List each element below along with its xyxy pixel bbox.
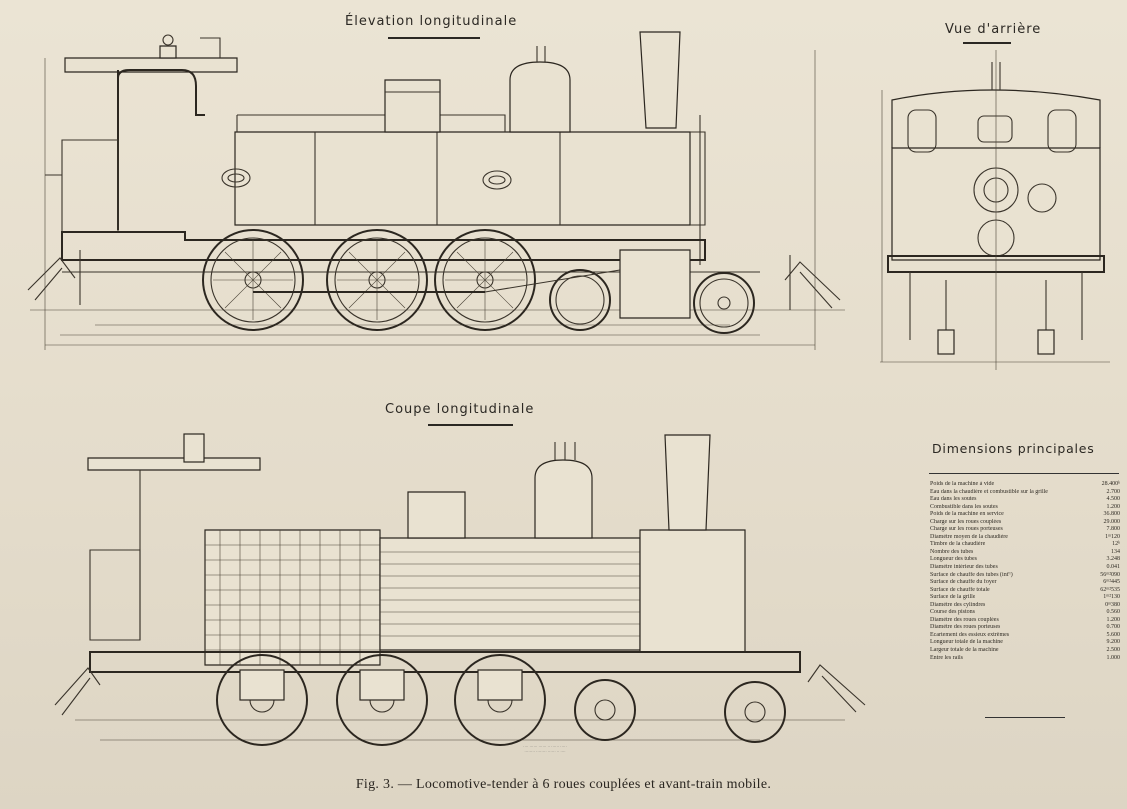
dimension-value: 29.000 bbox=[1103, 518, 1121, 525]
dimension-value: 28.400ᵏ bbox=[1101, 481, 1120, 487]
dimension-row: Eau dans la chaudière et combustible sur… bbox=[930, 489, 1120, 497]
dimension-label: Charge sur les roues couplées bbox=[930, 518, 1002, 525]
rear-view-drawing bbox=[880, 50, 1110, 370]
dimension-value: 36.800 bbox=[1103, 511, 1121, 518]
dimension-label: Surface de chauffe du foyer bbox=[930, 579, 997, 586]
dimension-label: Surface de chauffe totale bbox=[930, 586, 990, 593]
dimension-label: Course des pistons bbox=[930, 609, 975, 616]
dimension-row: Diamètre des cylindres 0ᵐ380 bbox=[930, 602, 1120, 610]
dimension-label: Diamètre des roues porteuses bbox=[930, 624, 1001, 631]
dimension-value: 4.500 bbox=[1106, 496, 1121, 503]
dimension-value: 0.560 bbox=[1106, 609, 1121, 616]
dimension-value: 9.200 bbox=[1106, 639, 1121, 646]
dimension-label: Poids de la machine en service bbox=[930, 511, 1004, 518]
dimension-row: Surface de chauffe totale 62ᵐ²535 bbox=[930, 587, 1120, 595]
rear-view-title: Vue d'arrière bbox=[945, 22, 1042, 37]
dimension-label: Longueur des tubes bbox=[930, 556, 977, 563]
dimension-row: Largeur totale de la machine 2.500 bbox=[930, 647, 1120, 655]
section-title-rule bbox=[428, 424, 513, 426]
dimension-value: 6ᵐ²445 bbox=[1103, 579, 1120, 586]
dimension-row: Charge sur les roues porteuses 7.800 bbox=[930, 526, 1120, 534]
rear-view-title-rule bbox=[963, 42, 1011, 44]
dimension-row: Entre les rails 1.000 bbox=[930, 655, 1120, 663]
dimension-row: Poids de la machine à vide 28.400ᵏ bbox=[930, 481, 1120, 489]
dimension-row: Longueur des tubes 3.248 bbox=[930, 556, 1120, 564]
dimension-row: Combustible dans les soutes 1.200 bbox=[930, 504, 1120, 512]
dimension-row: Diamètre moyen de la chaudière 1ᵐ120 bbox=[930, 534, 1120, 542]
dimension-value: 0.700 bbox=[1106, 624, 1121, 631]
dimension-value: 0.041 bbox=[1106, 564, 1121, 571]
dimension-row: Diamètre intérieur des tubes 0.041 bbox=[930, 564, 1120, 572]
dimension-value: 1.000 bbox=[1106, 654, 1121, 661]
dimension-label: Poids de la machine à vide bbox=[930, 481, 995, 487]
dimension-row: Course des pistons 0.560 bbox=[930, 609, 1120, 617]
dimension-label: Longueur totale de la machine bbox=[930, 639, 1003, 646]
dimension-value: 56ᵐ²090 bbox=[1100, 571, 1120, 578]
dimension-row: Timbre de la chaudière 12ᵏ bbox=[930, 541, 1120, 549]
dimension-row: Longueur totale de la machine 9.200 bbox=[930, 639, 1120, 647]
dimension-label: Charge sur les roues porteuses bbox=[930, 526, 1003, 533]
dimensions-title: Dimensions principales bbox=[932, 441, 1095, 456]
dimension-label: Eau dans les soutes bbox=[930, 496, 977, 503]
dimension-row: Poids de la machine en service 36.800 bbox=[930, 511, 1120, 519]
figure-caption: Fig. 3. — Locomotive-tender à 6 roues co… bbox=[355, 777, 772, 792]
dimension-label: Surface de la grille bbox=[930, 594, 976, 601]
dimension-label: Diamètre des roues couplées bbox=[930, 616, 999, 623]
dimension-label: Entre les rails bbox=[930, 654, 963, 661]
elevation-drawing bbox=[27, 31, 845, 350]
elevation-title: Élevation longitudinale bbox=[345, 14, 518, 29]
dimension-row: Diamètre des roues porteuses 0.700 bbox=[930, 624, 1120, 632]
dimension-label: Combustible dans les soutes bbox=[930, 503, 998, 510]
dimension-value: 1.200 bbox=[1106, 503, 1121, 510]
dimension-value: 2.500 bbox=[1106, 647, 1121, 654]
dimension-value: 0ᵐ380 bbox=[1105, 601, 1120, 608]
dimension-value: 2.700 bbox=[1106, 488, 1121, 495]
dimension-value: 1ᵐ²130 bbox=[1103, 594, 1120, 601]
dimension-row: Nombre des tubes 134 bbox=[930, 549, 1120, 557]
dimensions-bottom-rule bbox=[985, 717, 1065, 718]
dimension-row: Eau dans les soutes 4.500 bbox=[930, 496, 1120, 504]
dimension-value: 62ᵐ²535 bbox=[1100, 586, 1120, 593]
dimension-value: 7.800 bbox=[1106, 526, 1121, 533]
dimension-label: Largeur totale de la machine bbox=[930, 647, 999, 654]
dimension-row: Ecartement des essieux extrêmes 5.600 bbox=[930, 632, 1120, 640]
dimension-row: Surface de chauffe des tubes (int'ʳ) 56ᵐ²… bbox=[930, 572, 1120, 580]
dimension-row: Surface de chauffe du foyer 6ᵐ²445 bbox=[930, 579, 1120, 587]
dimension-label: Surface de chauffe des tubes (int'ʳ) bbox=[930, 571, 1013, 578]
dimension-label: Timbre de la chaudière bbox=[930, 541, 986, 548]
dimension-value: 5.600 bbox=[1106, 631, 1121, 638]
dimension-label: Diamètre intérieur des tubes bbox=[930, 564, 998, 571]
section-drawing bbox=[54, 433, 866, 746]
dimension-label: Nombre des tubes bbox=[930, 548, 974, 555]
dimension-row: Charge sur les roues couplées 29.000 bbox=[930, 519, 1120, 527]
dimension-row: Diamètre des roues couplées 1.200 bbox=[930, 617, 1120, 625]
dimension-label: Eau dans la chaudière et combustible sur… bbox=[930, 488, 1048, 495]
dimension-value: 1ᵐ120 bbox=[1105, 533, 1120, 540]
section-title: Coupe longitudinale bbox=[385, 402, 535, 417]
dimension-value: 1.200 bbox=[1106, 616, 1121, 623]
dimension-value: 134 bbox=[1111, 548, 1120, 555]
scale-note: ···· ······ ······ ·· ······ ···········… bbox=[523, 744, 567, 754]
dimension-label: Diamètre des cylindres bbox=[930, 601, 986, 608]
dimension-label: Ecartement des essieux extrêmes bbox=[930, 631, 1010, 638]
dimension-row: Surface de la grille 1ᵐ²130 bbox=[930, 594, 1120, 602]
dimensions-top-rule bbox=[929, 473, 1119, 474]
boiler-tubes bbox=[380, 551, 640, 637]
elevation-title-rule bbox=[388, 37, 480, 39]
dimension-label: Diamètre moyen de la chaudière bbox=[930, 533, 1008, 540]
section-wheels bbox=[216, 654, 786, 746]
firebox-staybolts bbox=[205, 530, 380, 665]
dimension-value: 12ᵏ bbox=[1112, 541, 1120, 548]
dimension-value: 3.248 bbox=[1106, 556, 1121, 563]
